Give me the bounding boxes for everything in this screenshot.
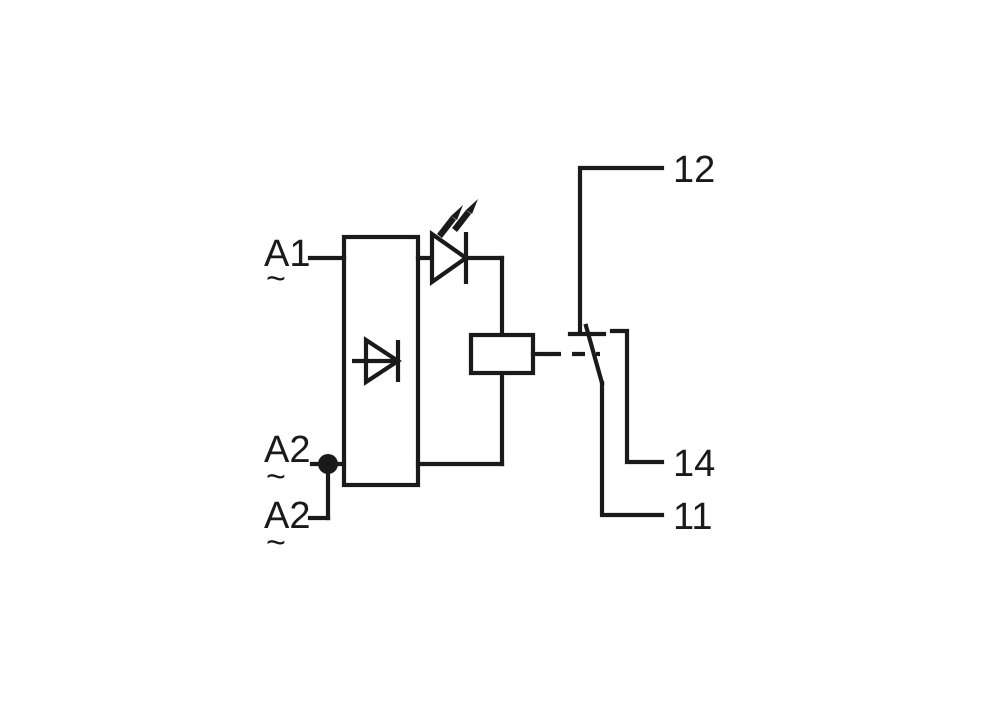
led-emission-arrow-2 bbox=[452, 199, 478, 232]
terminal-label-14: 14 bbox=[673, 443, 715, 485]
light-emitting-diode-symbol bbox=[429, 199, 478, 287]
diode-triangle bbox=[363, 336, 402, 386]
led-emission-arrow-1 bbox=[437, 205, 463, 238]
wire-no-contact-to-terminal-14 bbox=[609, 328, 665, 465]
terminal-label-12: 12 bbox=[673, 149, 715, 191]
ac-symbol-a2-lower: ~ bbox=[266, 524, 286, 562]
switch-moving-blade bbox=[583, 323, 605, 386]
terminal-label-a2-upper: A2 bbox=[264, 429, 310, 471]
terminal-label-a1: A1 bbox=[264, 233, 310, 275]
terminal-label-a2-lower: A2 bbox=[264, 495, 310, 537]
ac-symbol-a1: ~ bbox=[266, 260, 286, 298]
diode-symbol bbox=[352, 336, 402, 386]
ac-symbol-a2-upper: ~ bbox=[266, 458, 286, 496]
terminal-label-11: 11 bbox=[673, 496, 712, 538]
relay-coil-rectangle bbox=[468, 332, 536, 376]
wire-nc-contact-to-terminal-12 bbox=[577, 165, 665, 334]
junction-dot-a2 bbox=[318, 454, 338, 474]
led-triangle bbox=[429, 229, 470, 287]
wire-blade-to-terminal-11 bbox=[599, 380, 665, 518]
